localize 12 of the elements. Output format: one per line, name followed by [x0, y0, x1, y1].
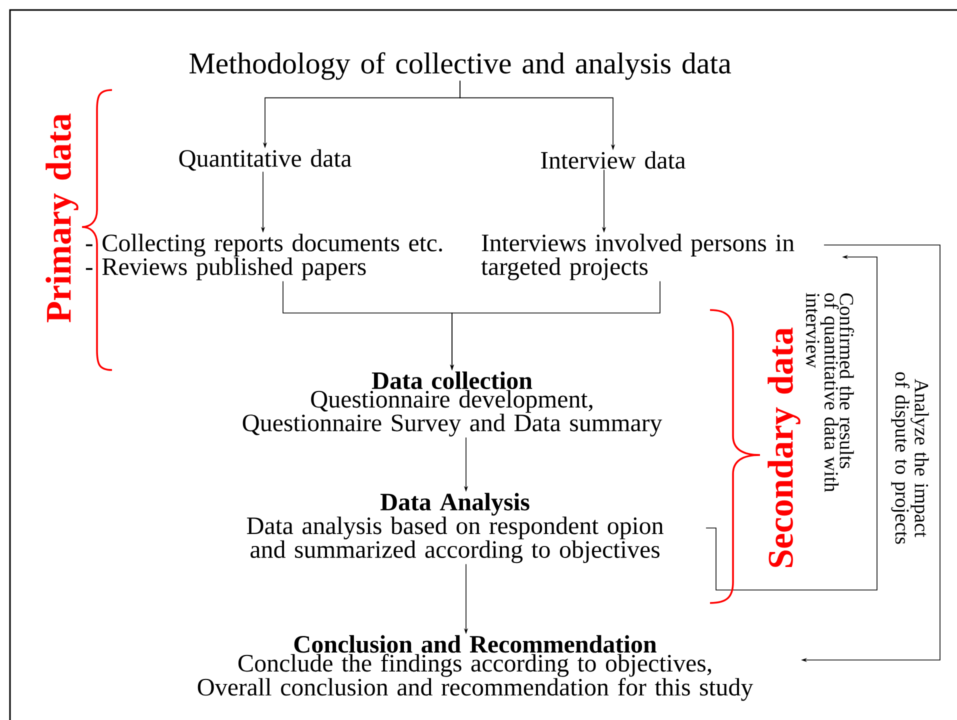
edge-label: Confirmed the results of quantitative data with interview — [806, 292, 854, 492]
side-label: Secondary data — [768, 328, 800, 568]
step-text: Data collection Questionnaire development, Questionnaire Survey and Data summary — [242, 372, 662, 436]
step-text: Interview data — [541, 151, 686, 169]
bullet-list: - Collecting reports documents etc. - Reviews published papers — [86, 234, 442, 280]
step-text: Interviews involved persons in targeted projects — [481, 234, 794, 280]
side-label: Primary data — [46, 114, 78, 322]
step-text: Conclusion and Recommendation Conclude the findings according to objectives, Overall conclusion and recommendation for this study — [198, 635, 754, 701]
edge-label: Analyze the impact of dispute to projects — [891, 372, 929, 544]
step-text: Quantitative data — [179, 149, 352, 171]
title-text: Methodology of collective and analysis data — [190, 52, 731, 80]
step-text: Data Analysis Data analysis based on respondent opion and summarized according to objectives — [246, 492, 664, 564]
